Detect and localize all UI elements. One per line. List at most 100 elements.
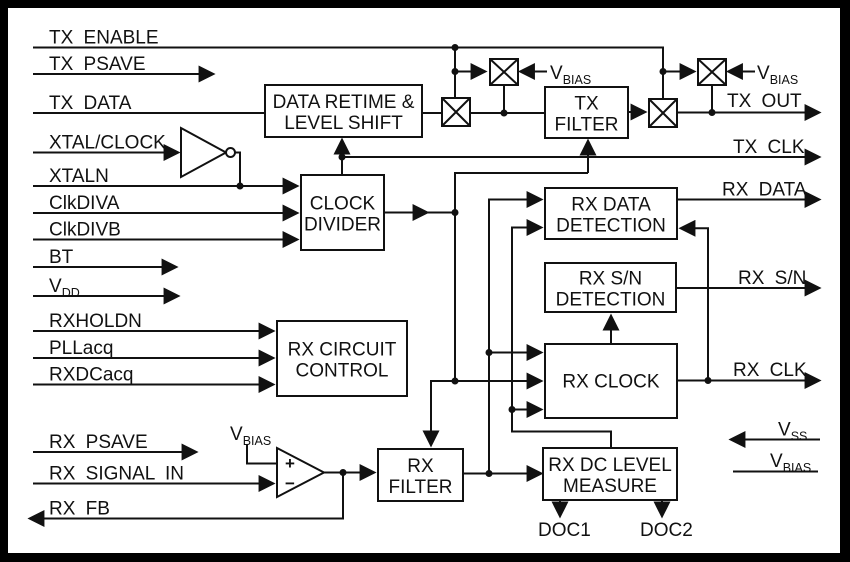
- block-label: CLOCK: [310, 194, 376, 215]
- vbias-rail-label: VBIAS: [770, 451, 811, 475]
- block-clock-divider: CLOCK DIVIDER: [300, 174, 385, 251]
- vss-sub: SS: [791, 430, 808, 444]
- junction-dot: [451, 209, 459, 216]
- block-label: RX CLOCK: [562, 372, 659, 393]
- junction-dot: [485, 470, 493, 477]
- junction-dot: [704, 377, 712, 384]
- block-label: DETECTION: [556, 216, 666, 237]
- clkdiva-label: ClkDIVA: [49, 193, 120, 214]
- doc1-label: DOC1: [538, 520, 591, 541]
- inverter-bubble-icon: [225, 147, 236, 158]
- rx-psave-label: RX PSAVE: [49, 432, 148, 453]
- junction-dot: [500, 109, 508, 117]
- rxdcacq-label: RXDCacq: [49, 365, 133, 386]
- blocks: DATA RETIME & LEVEL SHIFT CLOCK DIVIDER …: [264, 84, 678, 502]
- vbias1-label: VBIAS: [550, 63, 591, 87]
- junction-dot: [339, 469, 347, 476]
- vbias-sub: BIAS: [563, 73, 592, 87]
- block-label: RX S/N: [579, 269, 642, 290]
- rx-fb-label: RX FB: [49, 499, 110, 520]
- junction-dot: [485, 349, 493, 356]
- junction-dot: [708, 109, 716, 116]
- bt-label: BT: [49, 247, 74, 268]
- block-label: RX CIRCUIT: [288, 340, 397, 361]
- block-label: LEVEL SHIFT: [284, 113, 403, 134]
- block-rx-dc-level-measure: RX DC LEVEL MEASURE: [542, 447, 678, 501]
- block-label: RX DC LEVEL: [548, 455, 672, 476]
- rxsignal-to-rxdet-wire: [488, 191, 544, 474]
- inverter-out-wire: [235, 151, 241, 186]
- vbias3-stem-wire: [246, 444, 277, 465]
- tx-enable-label: TX ENABLE: [49, 28, 159, 49]
- vbias2-label: VBIAS: [757, 63, 798, 87]
- switch2-lower-icon: [648, 98, 678, 128]
- block-rx-filter: RX FILTER: [377, 448, 464, 502]
- vbias-main: V: [770, 451, 783, 472]
- vdd-main: V: [49, 276, 62, 297]
- junction-dot: [451, 68, 459, 75]
- block-label: DIVIDER: [304, 215, 381, 236]
- tx-clk-label: TX CLK: [733, 137, 805, 158]
- junction-dot: [451, 44, 459, 51]
- vbias-sub: BIAS: [783, 461, 812, 475]
- tx-psave-label: TX PSAVE: [49, 54, 146, 75]
- vbias-sub: BIAS: [243, 434, 272, 448]
- vss-label: VSS: [778, 420, 807, 444]
- rx-signal-in-label: RX SIGNAL IN: [49, 464, 184, 485]
- block-label: FILTER: [554, 115, 618, 136]
- block-label: DATA RETIME &: [273, 92, 415, 113]
- vss-main: V: [778, 420, 791, 441]
- symbols: + −: [180, 58, 727, 499]
- junction-dot: [451, 377, 459, 385]
- block-data-retime: DATA RETIME & LEVEL SHIFT: [264, 84, 423, 138]
- pllacq-label: PLLacq: [49, 338, 113, 359]
- block-rx-clock: RX CLOCK: [544, 343, 678, 419]
- vbias3-label: VBIAS: [230, 424, 271, 448]
- opamp-icon: [276, 446, 327, 499]
- tx-enable-wire: [33, 46, 664, 99]
- switch1-upper-icon: [489, 58, 519, 86]
- block-label: RX: [407, 456, 434, 477]
- block-label: FILTER: [388, 477, 452, 498]
- vbias-main: V: [550, 63, 563, 84]
- block-tx-filter: TX FILTER: [544, 86, 629, 139]
- rx-clk-label: RX CLK: [733, 360, 807, 381]
- clock-trunk-wire: [454, 172, 588, 381]
- tx-data-label: TX DATA: [49, 93, 132, 114]
- rxclock-to-rxdet-wire: [678, 219, 709, 381]
- junction-dot: [338, 153, 346, 161]
- switch1-lower-icon: [441, 97, 471, 127]
- clock-to-rxfilter-wire: [422, 380, 455, 448]
- inverter-icon: [180, 126, 229, 179]
- wires: [27, 46, 822, 527]
- opamp-plus-sign: +: [285, 454, 295, 473]
- vdd-sub: DD: [62, 286, 80, 300]
- junction-dots: [236, 44, 716, 477]
- doc2-label: DOC2: [640, 520, 693, 541]
- block-label: TX: [574, 94, 599, 115]
- rx-sn-label: RX S/N: [738, 268, 806, 289]
- rxdc-to-rxdet-wire: [511, 219, 612, 448]
- tx-out-label: TX OUT: [727, 91, 802, 112]
- junction-dot: [659, 68, 667, 75]
- vbias-sub: BIAS: [770, 73, 799, 87]
- xtaln-label: XTALN: [49, 166, 109, 187]
- junction-dot: [236, 182, 244, 190]
- rx-data-label: RX DATA: [722, 180, 807, 201]
- block-label: RX DATA: [571, 195, 651, 216]
- block-label: CONTROL: [296, 361, 389, 382]
- block-rx-sn-detection: RX S/N DETECTION: [544, 262, 677, 313]
- xtal-clock-label: XTAL/CLOCK: [49, 133, 166, 154]
- opamp-minus-sign: −: [285, 474, 295, 493]
- vbias-main: V: [230, 424, 243, 445]
- block-rx-circuit-control: RX CIRCUIT CONTROL: [276, 320, 408, 397]
- block-label: DETECTION: [556, 290, 666, 311]
- signal-labels: TX ENABLE TX PSAVE TX DATA XTAL/CLOCK XT…: [49, 28, 811, 542]
- junction-dot: [508, 406, 516, 413]
- rxholdn-label: RXHOLDN: [49, 311, 142, 332]
- vbias-main: V: [757, 63, 770, 84]
- switch2-upper-icon: [697, 58, 727, 86]
- block-label: MEASURE: [563, 476, 657, 497]
